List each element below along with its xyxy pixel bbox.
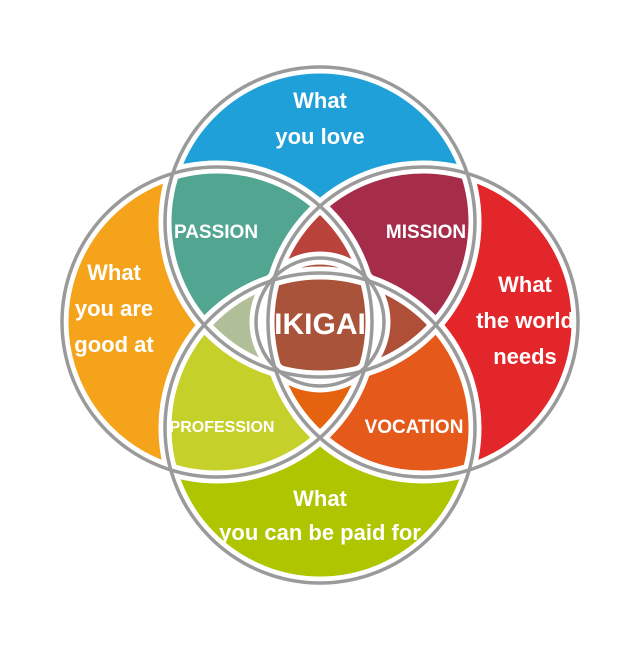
label-profession: PROFESSION	[170, 419, 275, 436]
label-vocation: VOCATION	[365, 417, 464, 438]
label-mission: MISSION	[386, 222, 466, 243]
rings	[60, 65, 580, 585]
label-passion: PASSION	[174, 222, 258, 243]
label-bottom-line1: What	[293, 486, 347, 511]
label-right-line2: the world	[476, 308, 574, 333]
label-bottom-line2: you can be paid for	[219, 520, 421, 545]
label-ikigai: IKIGAI	[274, 308, 366, 341]
label-right-line3: needs	[493, 344, 557, 369]
label-left-line3: good at	[74, 332, 154, 357]
region-triple-bottom	[268, 273, 372, 477]
label-top-line1: What	[293, 88, 347, 113]
label-left-line2: you are	[75, 296, 153, 321]
region-ikigai	[256, 258, 384, 386]
label-top-line2: you love	[275, 124, 364, 149]
label-left-line1: What	[87, 260, 141, 285]
label-right-line1: What	[498, 272, 552, 297]
